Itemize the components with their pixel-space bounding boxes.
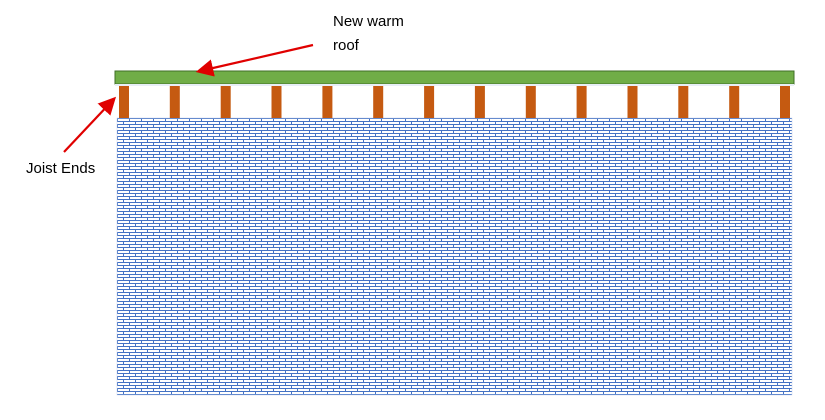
joist-end	[678, 86, 689, 118]
joist-end	[525, 86, 536, 118]
warm-roof	[114, 70, 795, 85]
joist-end	[169, 86, 180, 118]
joist-end	[474, 86, 485, 118]
joist-end	[322, 86, 333, 118]
joist-end	[271, 86, 282, 118]
joist-group	[119, 86, 790, 118]
joist-end	[780, 86, 790, 118]
roof-arrow	[195, 43, 314, 77]
brick-wall-outline	[116, 117, 793, 396]
joist-ends-label: Joist Ends	[26, 160, 96, 177]
joist-end	[729, 86, 740, 118]
roof-underside-line	[115, 84, 794, 86]
joist-end	[119, 86, 129, 118]
joist-end	[627, 86, 638, 118]
new-warm-roof-label: New warm roof	[333, 10, 404, 58]
roof-label-line-2: roof	[333, 37, 359, 54]
brick-wall	[117, 118, 792, 395]
joist-end	[220, 86, 231, 118]
joist-end	[424, 86, 435, 118]
joist-ends-arrow	[63, 96, 117, 153]
joist-end	[576, 86, 587, 118]
roof-label-line-1: New warm	[333, 13, 404, 30]
joist-end	[373, 86, 384, 118]
